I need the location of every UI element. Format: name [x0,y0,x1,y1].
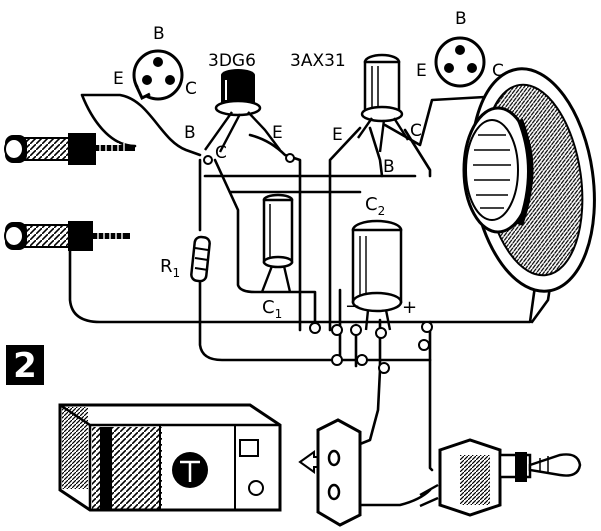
pinout-right [434,36,486,88]
terminal-left-e: E [272,123,283,143]
wire-right-b [368,126,384,178]
resistor-r1 [190,235,211,283]
wire-r1-down [198,278,432,362]
wire-down-380 [343,318,382,452]
r1-label: R1 [160,256,180,280]
wire-jack2-bottom-rail [68,248,542,324]
transistor-3dg6 [204,69,281,153]
transistor-left-label: 3DG6 [208,51,256,71]
transistor-right-label: 3AX31 [290,51,346,71]
pinout-right-c: C [492,61,504,81]
pinout-right-e: E [416,61,427,81]
junction-dots [203,153,433,374]
terminal-left-b: B [184,123,196,143]
terminal-right-b: B [383,157,395,177]
wire-right-e [328,126,362,332]
connector-plate [316,418,362,527]
transistor-3ax31 [357,53,410,153]
pinout-left-b: B [153,24,165,44]
terminal-left-c: C [215,143,227,163]
toggle-switch [419,438,582,517]
wire-jack1-to-base [80,93,202,157]
wire-switch-plate [348,488,432,507]
wire-e-left [248,133,302,332]
pinout-left [132,49,184,101]
battery [58,403,282,512]
wire-down-430 [428,320,434,472]
pinout-left-c: C [185,79,197,99]
jack-lower [4,221,130,251]
c1-label: C1 [262,297,282,321]
wire-right-c [383,93,522,147]
pinout-right-b: B [455,9,467,29]
speaker [462,67,596,293]
c2-label: C2 [365,194,385,218]
capacitor-c2 [351,219,403,331]
wire-c-left [213,158,317,327]
figure-number: 2 [13,346,37,386]
pinout-left-e: E [113,69,124,89]
labels: 3DG6 3AX31 B E C B E C B C E E B C R1 C1… [113,9,504,321]
wire-right-c2 [403,128,432,178]
c2-plus-label: + [402,297,417,318]
terminal-right-e: E [332,125,343,145]
figure-number-badge: 2 [6,345,44,386]
c2-minus-label: − [345,296,360,317]
terminal-right-c: C [410,121,422,141]
capacitor-c1 [260,193,294,293]
jack-upper [4,133,135,165]
